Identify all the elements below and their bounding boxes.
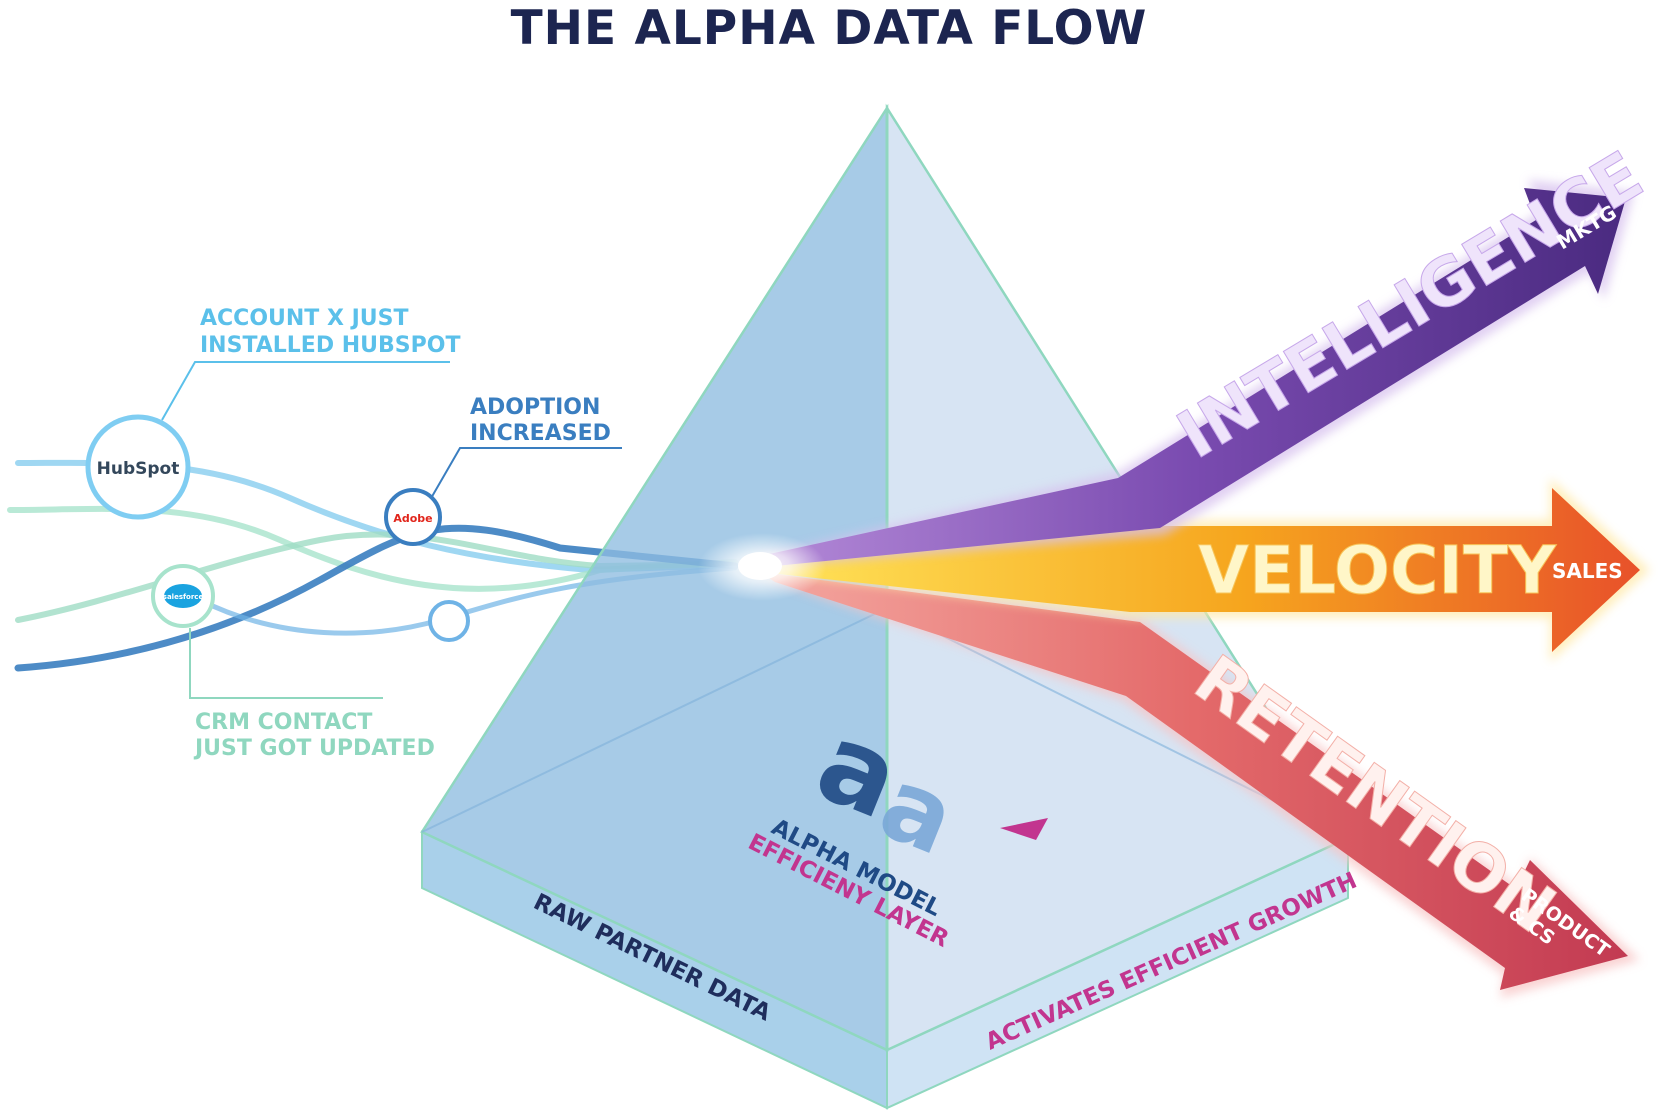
crm-callout-line2: JUST GOT UPDATED [193,736,435,761]
adobe-logo-text: Adobe [393,512,432,525]
intelligence-label: INTELLIGENCE [1165,136,1656,473]
salesforce-logo-text: salesforce [163,593,204,601]
crm-callout-line [189,628,383,699]
crm-callout-line1: CRM CONTACT [195,710,372,735]
page-title: THE ALPHA DATA FLOW [511,1,1148,56]
adoption-callout-line1: ADOPTION [470,395,600,420]
hubspot-callout: ACCOUNT X JUST INSTALLED HUBSPOT [200,306,460,358]
hubspot-callout-line1: ACCOUNT X JUST [200,306,408,331]
hubspot-callout-line2: INSTALLED HUBSPOT [200,333,460,358]
stream-dark-blue [14,524,739,672]
adoption-callout-line [429,447,622,501]
crm-callout: CRM CONTACT JUST GOT UPDATED [193,710,435,761]
adoption-callout: ADOPTION INCREASED [470,395,611,446]
adobe-node: Adobe [384,488,442,546]
stream-green-top [7,505,738,592]
empty-node [428,600,470,642]
velocity-arrow: VELOCITY SALES [760,478,1650,662]
salesforce-node: salesforce [151,564,215,628]
hubspot-node: HubSpot [85,414,191,520]
hubspot-callout-line [161,361,450,421]
stream-green-bottom [15,531,738,623]
callout-lines [161,361,622,699]
velocity-label: VELOCITY [1198,532,1557,609]
adoption-callout-line2: INCREASED [470,421,611,446]
velocity-tag: SALES [1552,559,1623,583]
hubspot-logo-text: HubSpot [97,459,180,479]
